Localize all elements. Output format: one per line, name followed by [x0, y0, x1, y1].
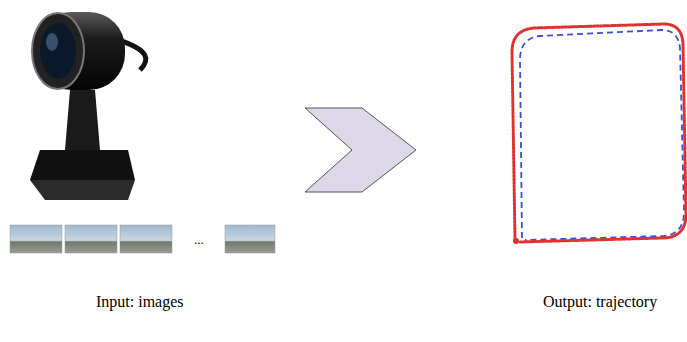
webcam-foot	[30, 180, 135, 200]
lens-highlight	[46, 33, 58, 51]
ground-truth-trajectory	[520, 30, 684, 240]
output-caption: Output: trajectory	[543, 293, 657, 311]
image-sequence	[10, 225, 275, 253]
chevron-arrow	[305, 108, 416, 192]
image-thumbnail	[65, 225, 117, 253]
image-thumbnail	[120, 225, 172, 253]
estimated-trajectory	[512, 24, 686, 242]
webcam-lens	[40, 23, 76, 79]
input-caption: Input: images	[96, 293, 184, 311]
webcam-stand	[30, 150, 135, 180]
trajectory-start	[513, 238, 519, 244]
webcam-arm	[65, 90, 100, 150]
ellipsis-mark: ...	[194, 232, 204, 248]
image-thumbnail	[10, 225, 62, 253]
webcam-lens-rim	[32, 13, 84, 89]
image-thumbnail	[225, 225, 275, 253]
webcam-illustration	[30, 12, 146, 200]
